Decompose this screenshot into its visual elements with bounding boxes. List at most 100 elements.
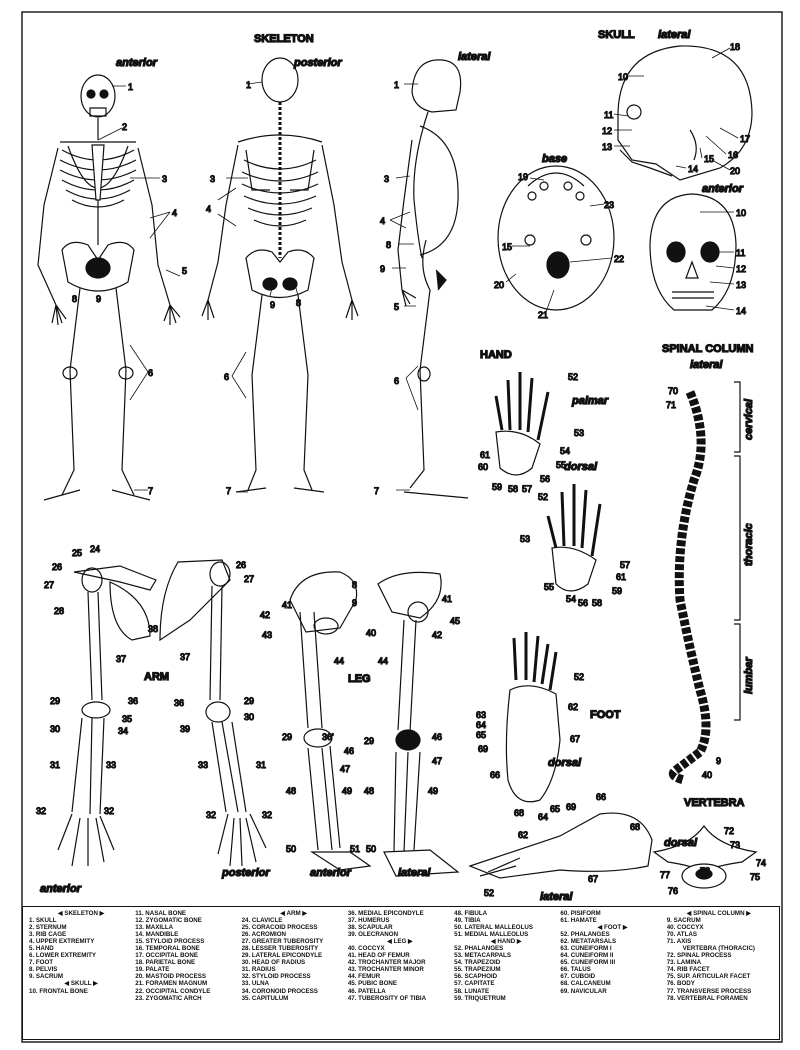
callout: 7 [148,486,153,496]
callout: 70 [668,386,678,396]
legend-item: 67. CUBOID [560,973,596,981]
callout: 21 [538,310,548,320]
hand-palmar-view [494,372,550,476]
callout: 65 [476,730,486,740]
callout: 33 [198,760,208,770]
legend-item: 51. MEDIAL MALLEOLUS [454,931,529,939]
callout: 50 [366,844,376,854]
callout: 57 [522,484,532,494]
callout: 64 [476,720,486,730]
callout: 36 [174,698,184,708]
legend-item: 65. CUNEIFORM III [560,959,616,967]
legend-item: 49. TIBIA [454,917,481,925]
skull-title: SKULL [598,29,635,41]
callout: 71 [666,400,676,410]
legend-heading: ◀ SKELETON ▶ [57,910,105,917]
callout: 6 [148,368,153,378]
legend-item: 2. STERNUM [29,924,67,932]
callout: 27 [44,580,54,590]
foot-dorsal-view [505,632,561,803]
callout: 42 [260,610,270,620]
callout: 74 [756,858,766,868]
callout: 48 [286,786,296,796]
legend-item: 58. LUNATE [454,987,490,995]
callout: 33 [106,760,116,770]
legend-item: 36. MEDIAL EPICONDYLE [347,910,424,917]
legend-column: 60. PISIFORM 61. HAMATE ◀ FOOT ▶ 52. PHA… [560,910,666,1036]
callout: 66 [596,792,606,802]
skeleton-anterior [37,74,181,501]
legend-item: 22. OCCIPITAL CONDYLE [135,987,211,995]
callout: 66 [490,770,500,780]
hand-dorsal-view [546,484,602,592]
callout: 52 [574,672,584,682]
spinal-column [668,381,741,785]
callout: 58 [508,484,518,494]
callout: 31 [256,760,266,770]
callout: 75 [750,872,760,882]
callout: 29 [282,732,292,742]
callout: 69 [566,802,576,812]
legend-item: 31. RADIUS [241,966,276,974]
legend-item: 11. NASAL BONE [135,910,187,917]
callout: 20 [730,166,740,176]
legend-item: 1. SKULL [29,917,57,925]
callout: 55 [556,460,566,470]
leg-lateral-label: lateral [398,867,431,879]
callout: 41 [282,600,292,610]
foot-lateral-view [468,812,653,879]
callout: 77 [660,870,670,880]
legend-item: 17. OCCIPITAL BONE [135,952,198,960]
callout: 26 [52,562,62,572]
legend-item: 42. TROCHANTER MAJOR [347,959,426,967]
legend-item: 26. ACROMION [241,931,287,939]
thoracic-label: thoracic [743,523,755,566]
legend-item: 40. COCCYX [347,945,385,953]
callout: 68 [514,808,524,818]
spinal-lateral-label: lateral [690,359,723,371]
callout: 32 [206,810,216,820]
callout: 56 [540,474,550,484]
legend-column: ◀ SPINAL COLUMN ▶ 9. SACRUM 40. COCCYX 7… [667,910,773,1036]
callout: 23 [604,200,614,210]
callout: 44 [334,656,344,666]
legend-item: 6. LOWER EXTREMITY [29,952,97,960]
callout: 18 [730,42,740,52]
foot-dorsal-label: dorsal [548,757,582,769]
legend-item: 21. FORAMEN MAGNUM [135,980,208,988]
skeleton-posterior [201,57,359,493]
legend-item: 32. STYLOID PROCESS [241,973,311,981]
legend-item: 30. HEAD OF RADIUS [241,959,306,967]
callout: 62 [518,830,528,840]
callout: 56 [578,598,588,608]
foot-lateral-label: lateral [540,891,573,903]
legend-item: 9. SACRUM [666,917,701,925]
legend-item: 29. LATERAL EPICONDYLE [241,952,323,960]
legend-item: 24. CLAVICLE [241,917,283,925]
callout: 12 [736,264,746,274]
callout: 65 [550,804,560,814]
legend-column: 11. NASAL BONE 12. ZYGOMATIC BONE 13. MA… [135,910,241,1036]
legend-item: 4. UPPER EXTREMITY [29,938,95,946]
callout: 17 [740,134,750,144]
hand-dorsal-label: dorsal [564,461,598,473]
legend-box: ◀ SKELETON ▶ 1. SKULL 2. STERNUM 3. RIB … [22,906,780,1040]
callout: 9 [96,294,101,304]
legend-item: 7. FOOT [29,959,54,967]
callout: 37 [180,652,190,662]
callout: 35 [122,714,132,724]
skeleton-posterior-label: posterior [293,57,342,69]
legend-item: 39. OLECRANON [347,931,399,939]
callout: 4 [206,204,211,214]
callout: 53 [574,428,584,438]
callout: 34 [118,726,128,736]
callout: 53 [520,534,530,544]
callout: 14 [736,306,746,316]
legend-item: 34. CORONOID PROCESS [241,987,318,995]
callout: 69 [478,744,488,754]
skeleton-lateral-label: lateral [458,51,491,63]
callout: 72 [724,826,734,836]
callout: 51 [350,844,360,854]
callout: 78 [700,866,710,876]
callout: 2 [122,122,127,132]
